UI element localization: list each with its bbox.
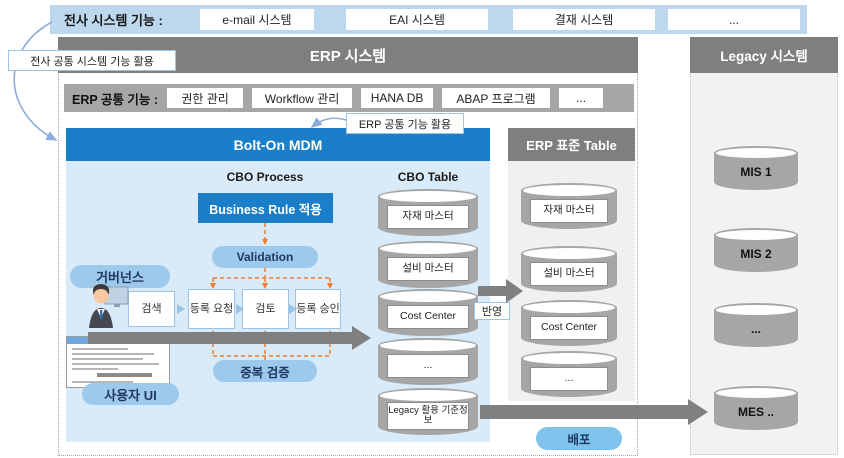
enterprise-functions-banner: 전사 시스템 기능 : e-mail 시스템 EAI 시스템 결재 시스템 ..… <box>50 5 807 34</box>
legacy-system-title: Legacy 시스템 <box>690 37 838 73</box>
cylinder-cbo-cost-center: Cost Center <box>378 289 478 336</box>
step-register-approve: 등록 승인 <box>295 289 341 329</box>
feature-auth: 권한 관리 <box>167 88 244 108</box>
feature-workflow: Workflow 관리 <box>252 88 353 108</box>
cylinder-legacy-mis1: MIS 1 <box>714 146 798 190</box>
mini-window-close-icon <box>164 339 167 342</box>
step-arrow-icon <box>177 304 185 314</box>
enterprise-functions-label: 전사 시스템 기능 : <box>64 13 163 28</box>
cbo-table-heading: CBO Table <box>397 170 459 184</box>
callout-erp-common: ERP 공통 기능 활용 <box>346 113 464 134</box>
cylinder-cbo-legacy-master: Legacy 활용 기준정보 <box>378 388 478 435</box>
step-review: 검토 <box>242 289 289 329</box>
erp-std-table-title: ERP 표준 Table <box>508 128 635 161</box>
user-ui-screenshot <box>66 336 170 388</box>
cylinder-legacy-more: ... <box>714 303 798 347</box>
cylinder-std-material-master: 자재 마스터 <box>521 183 617 229</box>
feature-abap: ABAP 프로그램 <box>442 88 551 108</box>
erp-common-label: ERP 공통 기능 : <box>72 92 159 107</box>
cbo-process-heading: CBO Process <box>226 170 304 184</box>
feature-hana: HANA DB <box>361 88 434 108</box>
reflect-label: 반영 <box>474 302 510 320</box>
validation-pill: Validation <box>212 246 318 268</box>
feature-more: ... <box>559 88 604 108</box>
step-arrow-icon <box>236 304 244 314</box>
cylinder-std-more: ... <box>521 351 617 397</box>
mini-window-titlebar <box>67 337 169 344</box>
system-approval: 결재 시스템 <box>513 9 655 30</box>
business-rule-box: Business Rule 적용 <box>198 193 333 223</box>
step-register-request: 등록 요청 <box>188 289 235 329</box>
cylinder-cbo-equipment-master: 설비 마스터 <box>378 241 478 288</box>
cylinder-std-equipment-master: 설비 마스터 <box>521 246 617 292</box>
person-at-computer-icon <box>89 284 129 328</box>
user-ui-pill: 사용자 UI <box>82 383 179 405</box>
dup-check-pill: 중복 검증 <box>213 360 317 382</box>
erp-common-banner: ERP 공통 기능 : 권한 관리 Workflow 관리 HANA DB AB… <box>64 84 634 112</box>
system-eai: EAI 시스템 <box>346 9 488 30</box>
callout-enterprise-common: 전사 공통 시스템 기능 활용 <box>8 50 176 71</box>
governance-pill: 거버넌스 <box>70 265 170 288</box>
cylinder-std-cost-center: Cost Center <box>521 300 617 346</box>
system-email: e-mail 시스템 <box>200 9 314 30</box>
cylinder-legacy-mis2: MIS 2 <box>714 228 798 272</box>
step-arrow-icon <box>289 304 297 314</box>
cylinder-cbo-material-master: 자재 마스터 <box>378 189 478 236</box>
system-more: ... <box>668 9 800 30</box>
enterprise-reuse-arrow <box>13 21 58 141</box>
deploy-pill: 배포 <box>536 427 622 450</box>
cylinder-cbo-more: ... <box>378 338 478 385</box>
cylinder-legacy-mes: MES .. <box>714 386 798 430</box>
step-search: 검색 <box>128 291 175 327</box>
